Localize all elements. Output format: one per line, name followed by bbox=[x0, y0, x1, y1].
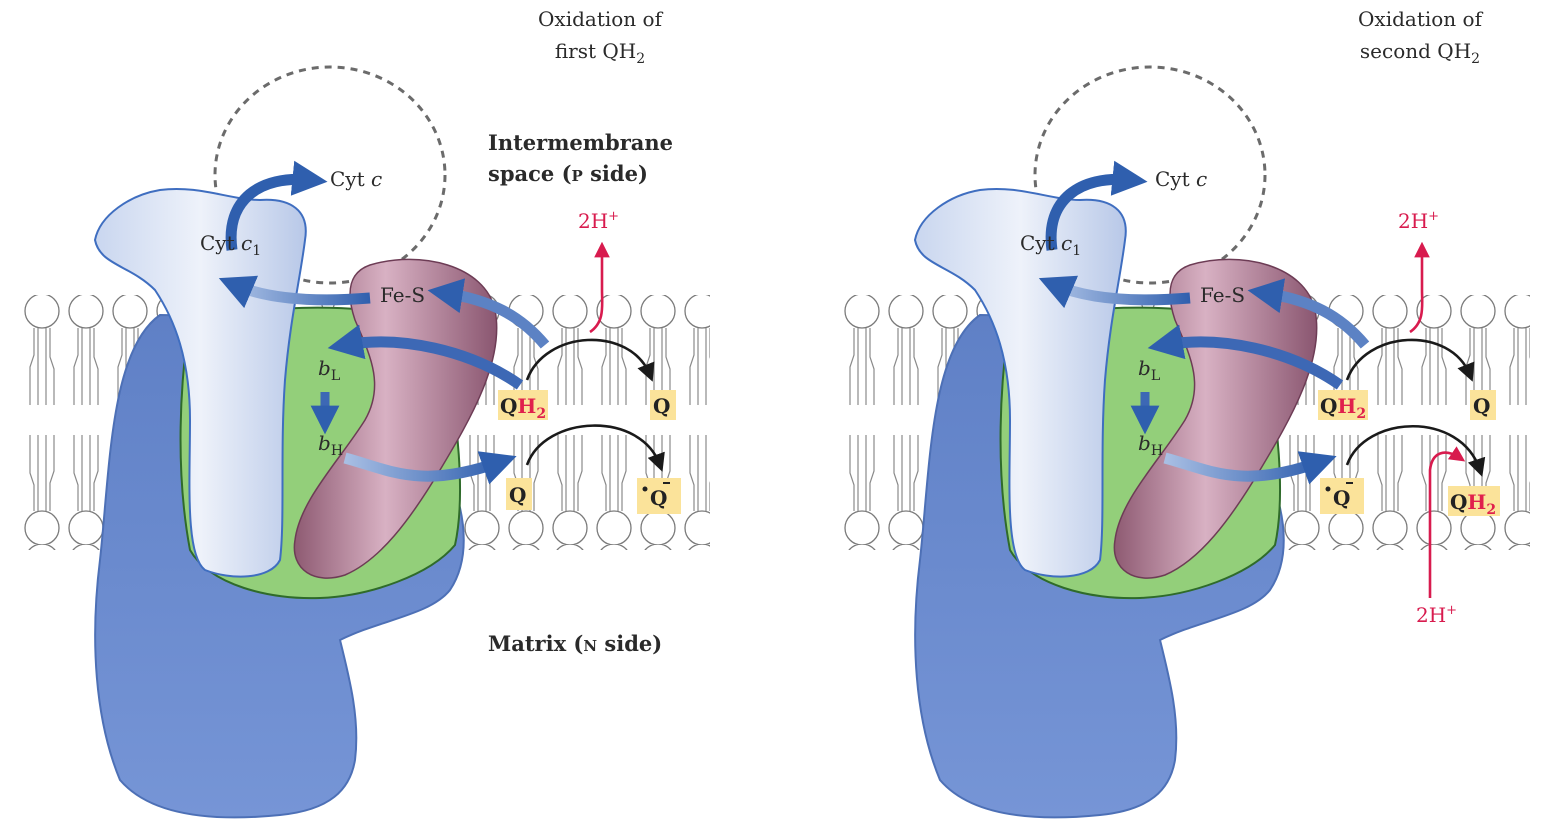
svg-text:Q: Q bbox=[650, 486, 667, 510]
panel-title-line2: first QH2 bbox=[555, 39, 645, 67]
q-lower-label: Q bbox=[509, 483, 526, 507]
panel-title-line2: second QH2 bbox=[1360, 39, 1480, 67]
svg-text:Q: Q bbox=[1333, 486, 1350, 510]
proton-out-label: 2H+ bbox=[578, 209, 619, 233]
q-product-label: Q bbox=[653, 394, 670, 418]
fe-s-label: Fe-S bbox=[380, 283, 425, 307]
matrix-label: Matrix (N side) bbox=[488, 631, 662, 656]
proton-in-label: 2H+ bbox=[1416, 603, 1457, 627]
cyt-c1-label: Cyt c1 bbox=[200, 231, 261, 259]
panel-title-line1: Oxidation of bbox=[1358, 7, 1484, 31]
intermembrane-label-line1: Intermembrane bbox=[488, 130, 673, 155]
panel-title-line1: Oxidation of bbox=[538, 7, 664, 31]
cyt-c1-label: Cyt c1 bbox=[1020, 231, 1081, 259]
proton-out-label: 2H+ bbox=[1398, 209, 1439, 233]
q-product-label: Q bbox=[1473, 394, 1490, 418]
cyt-c-label: Cyt c bbox=[1155, 167, 1207, 191]
intermembrane-label-line2: space (P side) bbox=[488, 161, 648, 186]
fe-s-label: Fe-S bbox=[1200, 283, 1245, 307]
cyt-c-label: Cyt c bbox=[330, 167, 382, 191]
